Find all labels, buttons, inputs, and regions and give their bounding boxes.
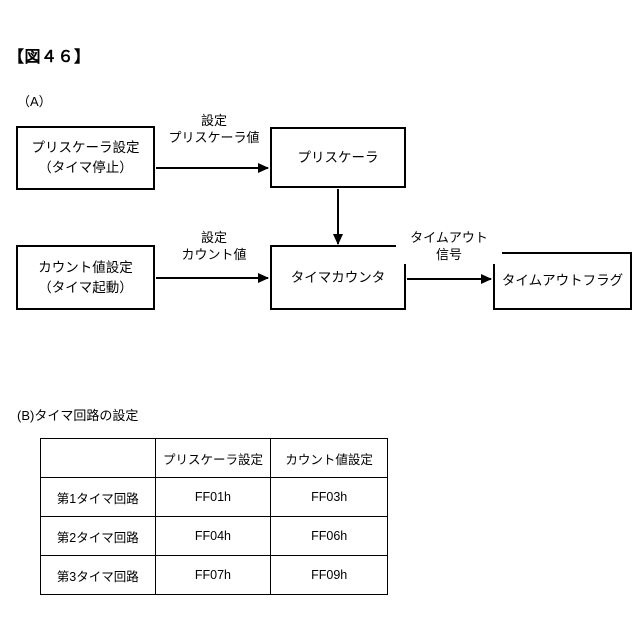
block-prescaler-line1: プリスケーラ	[297, 149, 379, 165]
block-count-setting-line2: （タイマ起動）	[38, 279, 133, 295]
table-row: 第3タイマ回路 FF07h FF09h	[40, 555, 388, 595]
table-cell-prescaler-setting: FF01h	[154, 477, 272, 517]
table-header-cell-1: プリスケーラ設定	[154, 438, 272, 478]
block-count-setting-line1: カウント値設定	[38, 259, 133, 275]
arrow-label-prescaler-value-line1: 設定	[200, 113, 227, 128]
table-header-row: プリスケーラ設定 カウント値設定	[40, 438, 388, 478]
figure-title: 【図４６】	[8, 49, 91, 66]
table-cell-timer-name: 第3タイマ回路	[40, 555, 156, 595]
table-cell-prescaler-setting: FF07h	[154, 555, 272, 595]
arrow-timer-counter-to-timeout-flag	[407, 274, 492, 284]
block-timer-counter: タイマカウンタ	[270, 245, 406, 310]
arrow-label-timeout-signal: タイムアウト 信号	[396, 230, 502, 264]
arrow-prescaler-to-timer-counter	[333, 189, 343, 245]
table-cell-timer-name: 第2タイマ回路	[40, 516, 156, 556]
arrow-label-count-value-line2: カウント値	[181, 246, 247, 262]
block-prescaler-setting-line2: （タイマ停止）	[38, 160, 133, 175]
arrow-label-timeout-signal-line2: 信号	[435, 246, 462, 262]
block-prescaler-setting-line1: プリスケーラ設定	[31, 140, 140, 156]
arrow-label-count-value: 設定 カウント値	[160, 230, 268, 264]
block-prescaler-setting: プリスケーラ設定 （タイマ停止）	[16, 126, 155, 190]
block-prescaler: プリスケーラ	[270, 127, 406, 188]
arrow-label-prescaler-value: 設定 プリスケーラ値	[160, 113, 268, 147]
arrow-count-setting-to-timer-counter	[156, 273, 269, 283]
table-row: 第1タイマ回路 FF01h FF03h	[40, 477, 388, 517]
table-header-cell-0	[40, 438, 156, 478]
table-cell-timer-name: 第1タイマ回路	[40, 477, 156, 517]
section-a-label: （A）	[17, 94, 52, 109]
table-cell-count-setting: FF06h	[270, 516, 388, 556]
table-header-cell-2: カウント値設定	[270, 438, 388, 478]
block-timer-counter-line1: タイマカウンタ	[290, 269, 386, 285]
arrow-label-timeout-signal-line1: タイムアウト	[410, 230, 488, 245]
table-cell-count-setting: FF09h	[270, 555, 388, 595]
arrow-label-count-value-line1: 設定	[200, 230, 227, 245]
block-count-setting: カウント値設定 （タイマ起動）	[16, 245, 155, 310]
section-b-label: (B)タイマ回路の設定	[17, 408, 139, 423]
block-timeout-flag: タイムアウトフラグ	[493, 252, 632, 310]
arrow-label-prescaler-value-line2: プリスケーラ値	[168, 129, 260, 145]
timer-settings-table: プリスケーラ設定 カウント値設定 第1タイマ回路 FF01h FF03h 第2タ…	[40, 438, 388, 595]
block-timeout-flag-line1: タイムアウトフラグ	[501, 273, 624, 289]
table-row: 第2タイマ回路 FF04h FF06h	[40, 516, 388, 556]
arrow-prescaler-setting-to-prescaler	[156, 163, 269, 173]
table-cell-prescaler-setting: FF04h	[154, 516, 272, 556]
table-cell-count-setting: FF03h	[270, 477, 388, 517]
